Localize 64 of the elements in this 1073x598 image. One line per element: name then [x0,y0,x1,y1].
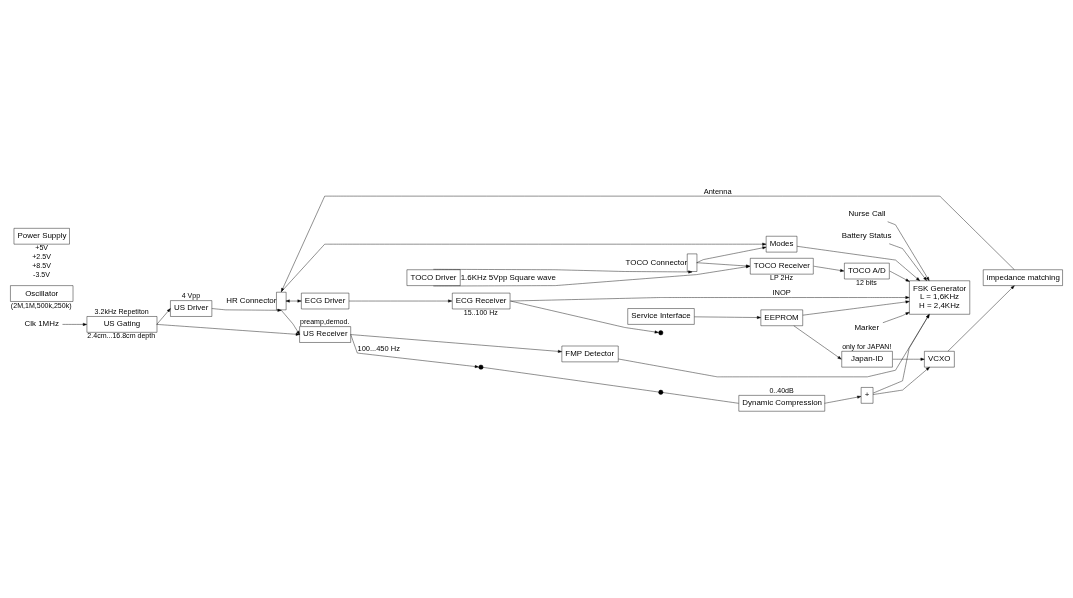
node-box: VCXO [924,350,955,367]
node-box: US Receiver [299,325,351,343]
node-label: TOCO Connector [625,257,688,267]
arrow [281,195,1015,292]
arrow [872,366,930,395]
arrow [887,221,930,281]
node-box: TOCO Driver [406,269,461,286]
arrow [156,307,171,325]
edge-label: Antenna [703,186,732,196]
arrow [694,315,761,319]
edge-label: INOP [772,287,791,297]
arrow [793,325,842,359]
arrow [156,323,300,336]
arrow [813,265,845,272]
arrow [618,313,930,377]
arrow [350,333,479,368]
arrow [802,300,910,315]
arrow [696,245,767,263]
node-box: Oscillator [10,284,74,302]
node-box: Dynamic Compression [738,394,825,411]
arrow [348,299,453,302]
node-box: ECG Driver [301,292,350,309]
node-text: Battery Status [841,230,892,240]
arrow [281,309,300,335]
node-label: HR Connector [226,295,277,305]
node-box: Modes [765,235,798,252]
node-box: + [860,386,874,404]
node-box: impedance matching [983,269,1063,286]
node-box: Japan-ID [841,350,893,367]
arrow [947,284,1015,351]
node-circle [658,389,664,395]
node-label: 1.6KHz 5Vpp Square wave [460,272,556,282]
arrow [824,395,862,404]
arrow [62,322,87,326]
node-box: Service Interface [627,307,695,325]
node-box: US Gating [86,315,158,333]
connector [482,366,659,392]
node-box: EEPROM [760,309,803,326]
node-box: TOCO Receiver [750,257,814,274]
arrow [892,357,925,361]
arrow [281,242,767,292]
node-circle [478,364,484,370]
arrow [433,268,693,273]
edge-label: 100...450 Hz [357,343,400,353]
node-text: Clk 1MHz [24,318,59,328]
arrow [882,311,910,323]
arrow [285,299,302,302]
arrow [889,243,927,281]
arrow [510,295,910,301]
node-text: Nurse Call [848,208,886,218]
node-circle [658,329,664,335]
node-box: Power Supply [13,227,70,244]
arrow [872,313,930,393]
arrow [211,307,282,312]
arrow [889,270,910,282]
node-box: ECG Receiver [452,292,511,309]
arrow [796,245,920,281]
node-box: TOCO A/D [844,262,890,279]
node-text: Marker [854,322,880,332]
node-box: FMP Detector [561,345,619,362]
node-box: US Driver [170,299,213,317]
connector [662,391,739,404]
node-box: FSK Generator L = 1,6KHz H = 2,4KHz [909,280,970,314]
arrow [350,333,562,353]
